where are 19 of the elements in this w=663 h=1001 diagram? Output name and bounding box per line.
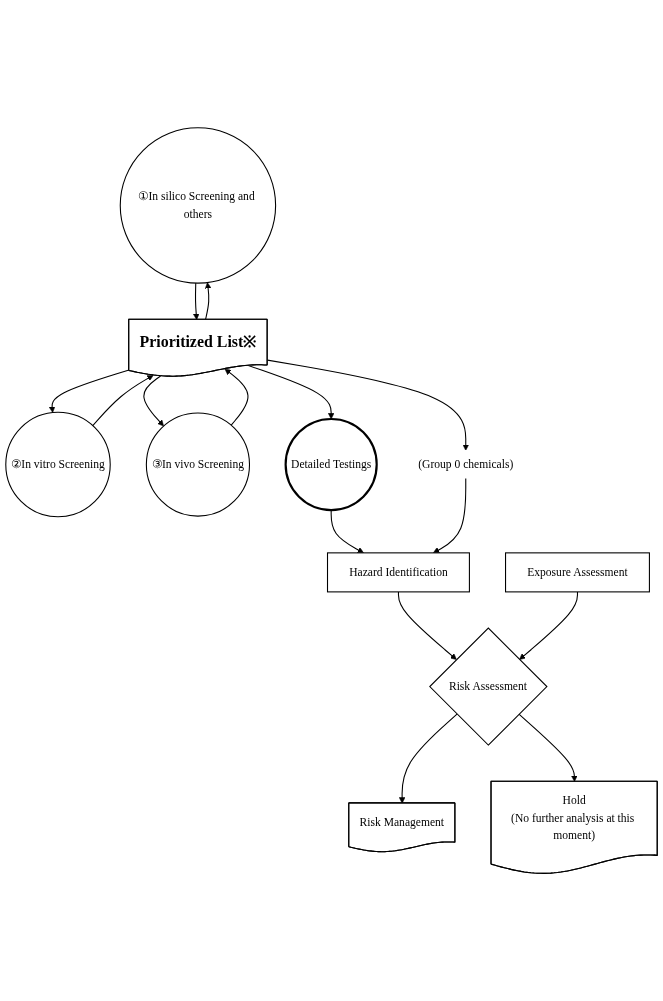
node-circle: Detailed Testings xyxy=(284,417,378,512)
arrow xyxy=(266,359,469,451)
node-box: Hazard Identification xyxy=(326,552,470,593)
node-circle: ③In vivo Screening xyxy=(145,412,251,517)
node-text: (Group 0 chemicals) xyxy=(418,457,514,471)
node-circle: ①In silico Screening and others xyxy=(119,127,277,284)
arrow xyxy=(518,713,578,782)
arrow xyxy=(143,375,164,427)
arrow xyxy=(433,478,467,554)
node-diamond: Risk Assessment xyxy=(429,627,548,746)
node-circle: ②In vitro Screening xyxy=(5,411,111,518)
arrow xyxy=(397,591,457,660)
arrow xyxy=(193,282,200,320)
arrow xyxy=(48,369,130,413)
arrow xyxy=(330,509,364,554)
node-box: Exposure Assessment xyxy=(505,552,650,593)
arrow xyxy=(92,374,154,427)
arrow xyxy=(224,368,249,426)
arrow xyxy=(519,591,578,660)
